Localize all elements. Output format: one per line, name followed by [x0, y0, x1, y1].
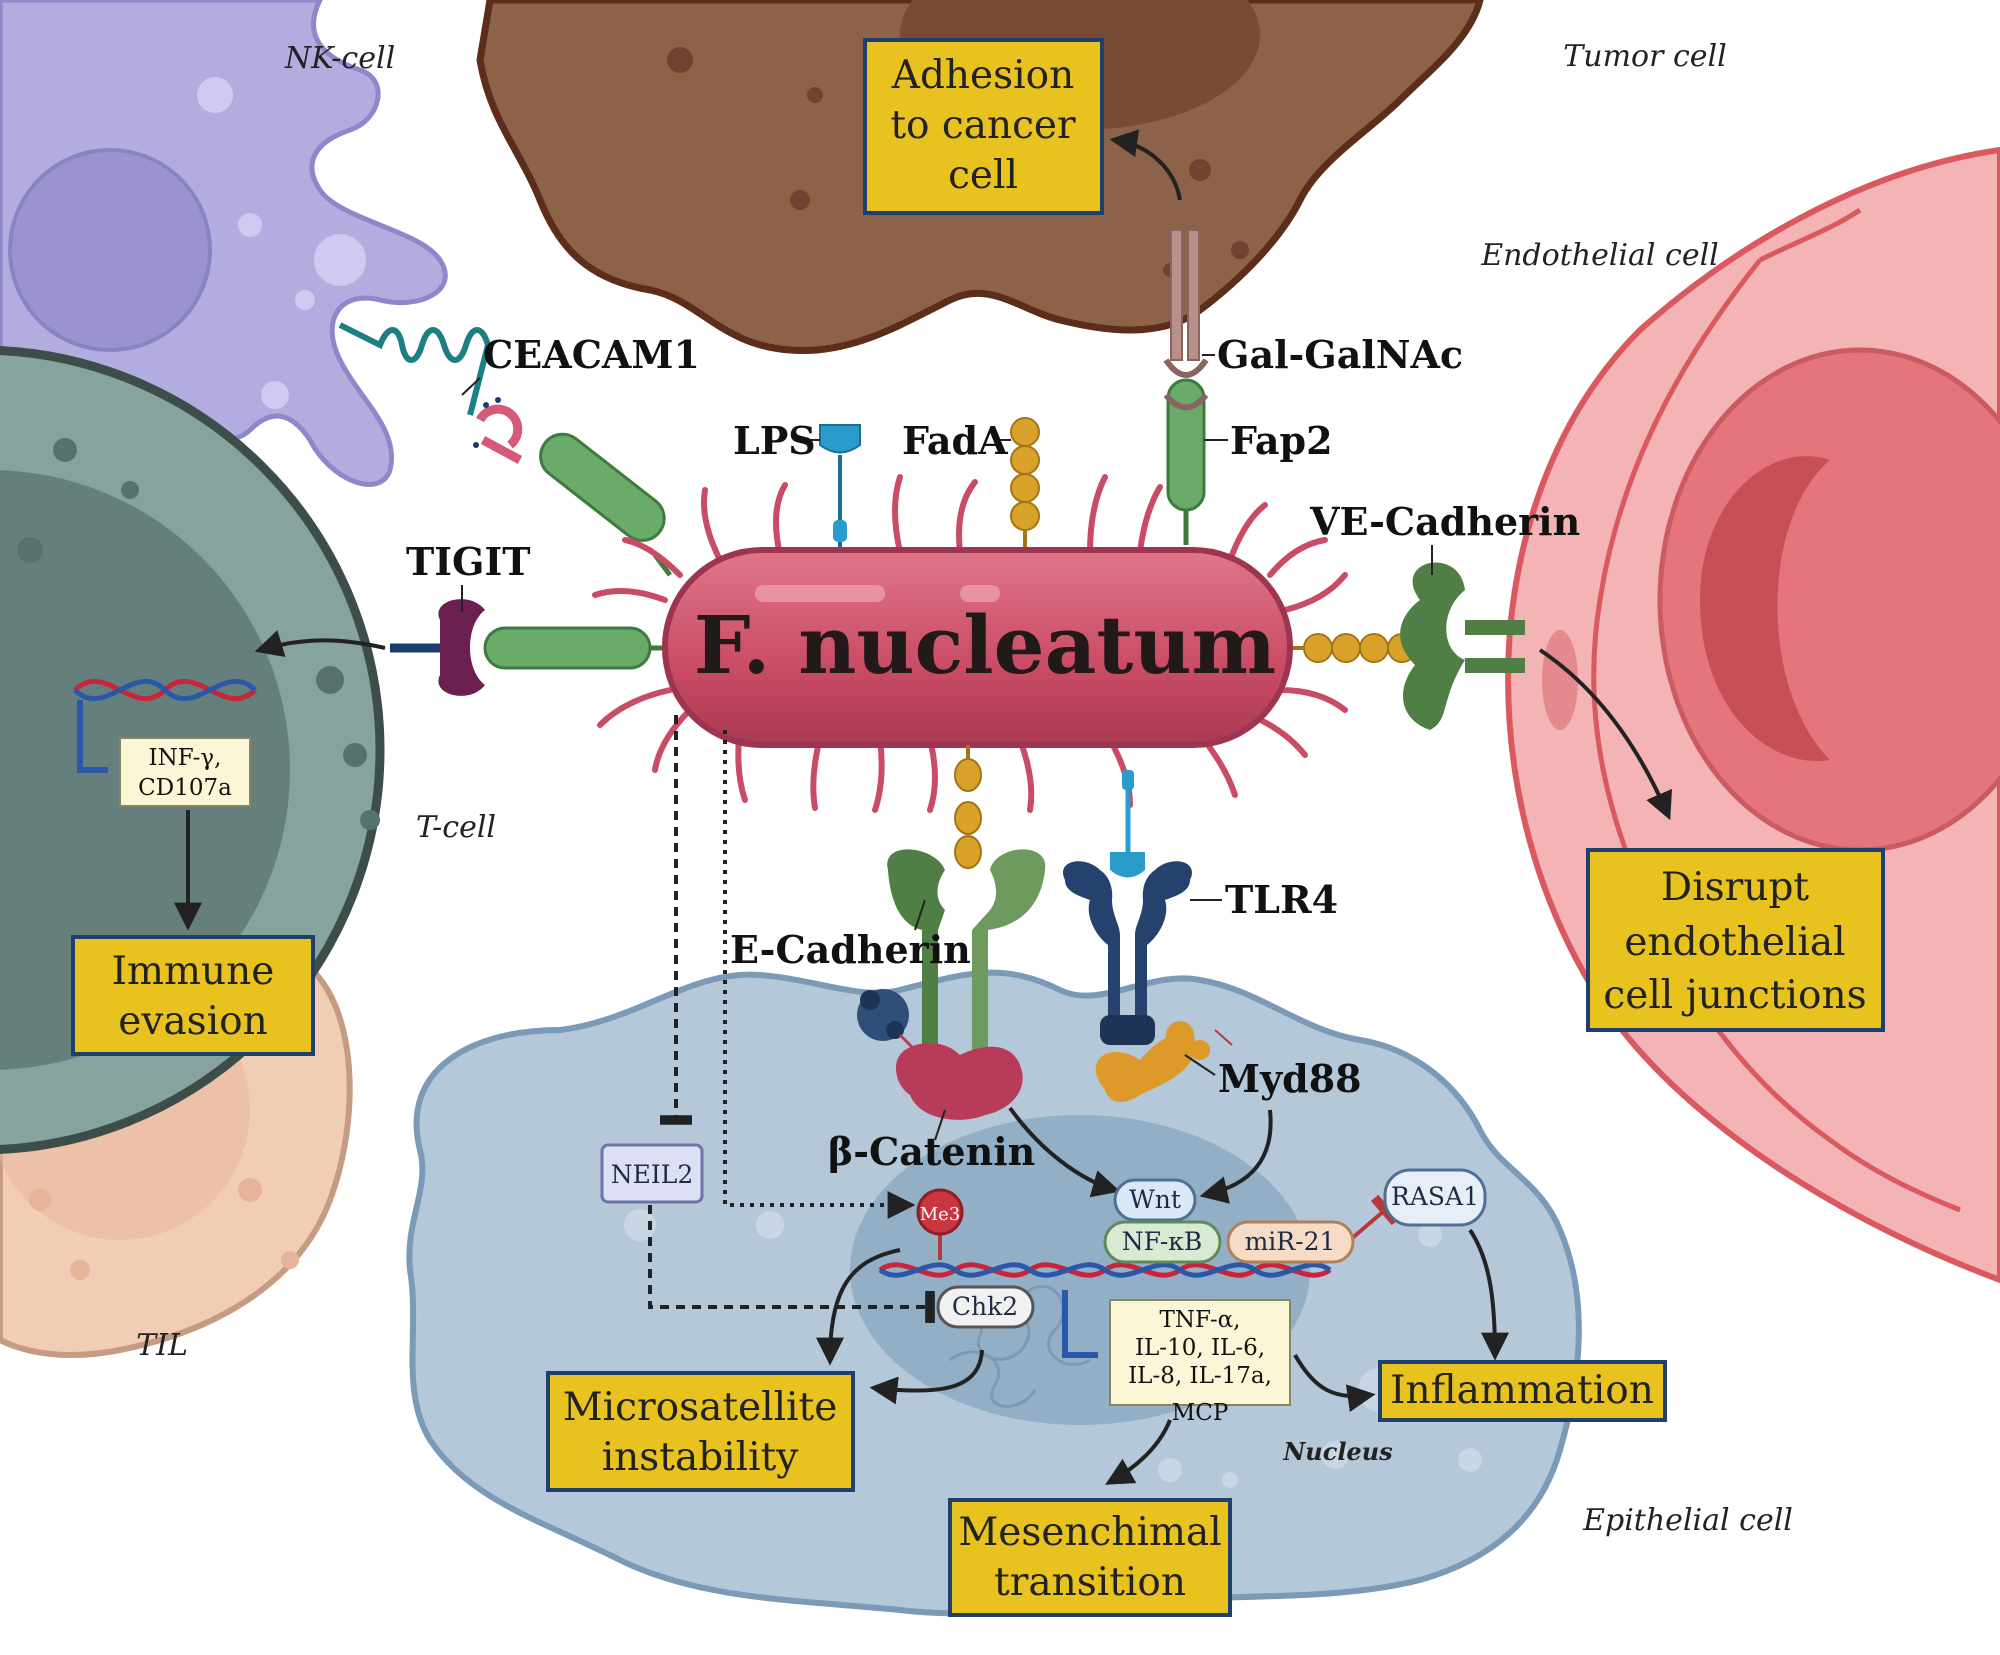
gal-galnac-label: Gal-GalNAc — [1217, 332, 1463, 377]
cytokine-gene-box: TNF-α, IL-10, IL-6, IL-8, IL-17a, MCP — [1109, 1299, 1291, 1426]
tigit-label: TIGIT — [406, 539, 531, 584]
svg-text:Inflammation: Inflammation — [1390, 1368, 1654, 1413]
epithelial-cell-label: Epithelial cell — [1582, 1503, 1793, 1538]
svg-text:Adhesion: Adhesion — [891, 53, 1074, 98]
fap2-label: Fap2 — [1230, 418, 1333, 463]
nk-cell-label: NK-cell — [284, 41, 395, 76]
til-label: TIL — [136, 1328, 188, 1363]
wnt-pill: Wnt — [1113, 1178, 1197, 1222]
svg-text:INF-γ,: INF-γ, — [149, 745, 222, 771]
tcell-gene-box: INF-γ, CD107a — [119, 737, 251, 807]
svg-text:cell: cell — [948, 153, 1018, 198]
svg-text:MCP: MCP — [1172, 1400, 1229, 1426]
svg-text:evasion: evasion — [118, 999, 267, 1044]
svg-text:instability: instability — [602, 1435, 799, 1480]
svg-text:Chk2: Chk2 — [952, 1292, 1018, 1321]
chk2-pill: Chk2 — [936, 1285, 1035, 1329]
svg-text:NEIL2: NEIL2 — [611, 1160, 694, 1189]
lps-molecule — [819, 424, 861, 550]
gal-galnac-receptor — [1163, 229, 1209, 411]
fada-adhesin — [1010, 417, 1040, 555]
tcell-dna — [73, 678, 257, 773]
ceacam1-label: CEACAM1 — [483, 332, 700, 377]
nfkb-pill: NF-κB — [1103, 1220, 1222, 1264]
svg-text:CD107a: CD107a — [138, 775, 232, 801]
svg-text:transition: transition — [994, 1560, 1186, 1605]
svg-text:RASA1: RASA1 — [1391, 1182, 1479, 1211]
svg-text:TNF-α,: TNF-α, — [1159, 1307, 1240, 1333]
fap2-adhesin — [1166, 378, 1206, 545]
me3-marker: Me3 — [916, 1188, 964, 1260]
outcome-microsatellite-instability: Microsatellite instability — [546, 1371, 855, 1492]
rasa1-pill: RASA1 — [1383, 1168, 1487, 1227]
myd88-label: Myd88 — [1218, 1056, 1362, 1101]
fada-label: FadA — [902, 418, 1008, 463]
svg-text:Disrupt: Disrupt — [1661, 865, 1809, 910]
svg-text:miR-21: miR-21 — [1245, 1227, 1336, 1256]
lps-label: LPS — [733, 418, 816, 463]
fusobacterium-cell: F. nucleatum — [592, 474, 1348, 813]
tumor-cell-label: Tumor cell — [1563, 39, 1726, 74]
ve-cadherin-label: VE-Cadherin — [1309, 499, 1580, 544]
svg-text:to cancer: to cancer — [890, 103, 1076, 148]
tigit-receptor — [390, 599, 670, 696]
nucleus-label: Nucleus — [1282, 1437, 1393, 1466]
e-cadherin-label: E-Cadherin — [730, 927, 971, 972]
bacterium-label: F. nucleatum — [694, 598, 1276, 692]
beta-catenin-protein — [857, 989, 1023, 1120]
myd88-protein — [1095, 1021, 1233, 1102]
outcome-adhesion: Adhesion to cancer cell — [863, 38, 1104, 215]
svg-text:Microsatellite: Microsatellite — [563, 1385, 838, 1430]
ve-cadherin-receptor — [1290, 562, 1525, 730]
svg-text:Immune: Immune — [112, 949, 275, 994]
endothelial-cell-label: Endothelial cell — [1480, 238, 1719, 273]
nucleus-dna — [878, 1262, 1332, 1358]
svg-text:endothelial: endothelial — [1624, 920, 1845, 965]
t-cell-label: T-cell — [416, 810, 496, 845]
neil2-pill: NEIL2 — [600, 1143, 704, 1204]
outcome-immune-evasion: Immune evasion — [71, 935, 315, 1056]
svg-text:IL-8, IL-17a,: IL-8, IL-17a, — [1128, 1363, 1272, 1389]
beta-catenin-label: β-Catenin — [828, 1129, 1035, 1174]
svg-text:cell junctions: cell junctions — [1603, 973, 1866, 1018]
svg-text:IL-10, IL-6,: IL-10, IL-6, — [1135, 1335, 1265, 1361]
pathway-connectors — [174, 129, 1672, 1485]
outcome-mesenchimal-transition: Mesenchimal transition — [948, 1498, 1232, 1617]
mir21-pill: miR-21 — [1226, 1220, 1355, 1264]
outcome-disrupt-junctions: Disrupt endothelial cell junctions — [1586, 848, 1885, 1032]
ceacam1-receptor — [338, 322, 672, 577]
e-cadherin-receptor — [887, 745, 1046, 1050]
outcome-inflammation: Inflammation — [1378, 1360, 1667, 1422]
endothelial-cell — [1505, 146, 2000, 1284]
svg-text:Wnt: Wnt — [1129, 1185, 1181, 1214]
svg-text:NF-κB: NF-κB — [1122, 1227, 1203, 1256]
tlr4-receptor — [1063, 770, 1192, 1045]
me3-label: Me3 — [920, 1204, 961, 1225]
tlr4-label: TLR4 — [1225, 877, 1338, 922]
svg-text:Mesenchimal: Mesenchimal — [958, 1510, 1221, 1555]
